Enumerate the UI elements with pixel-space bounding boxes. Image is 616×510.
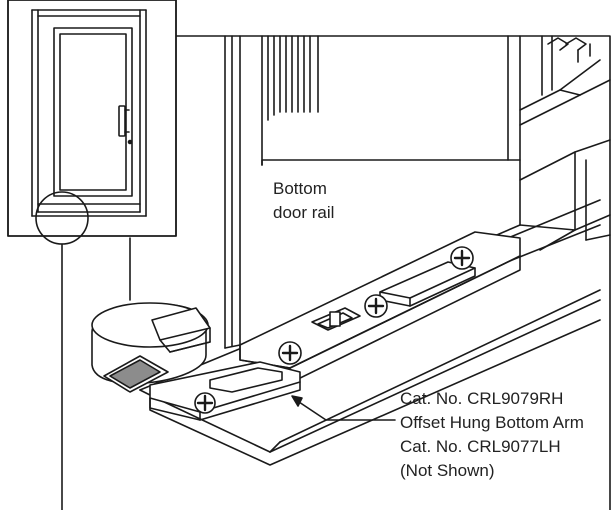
catalog-number-lh: Cat. No. CRL9077LH bbox=[400, 437, 561, 456]
catalog-not-shown: (Not Shown) bbox=[400, 461, 495, 480]
pivot-arm bbox=[91, 302, 301, 421]
detail-frame bbox=[129, 35, 611, 510]
bottom-door-rail-label: Bottom door rail bbox=[273, 177, 334, 225]
bottom-rail-line-1: Bottom bbox=[273, 179, 327, 198]
callout-leader bbox=[291, 395, 396, 421]
screw-icon bbox=[194, 392, 216, 414]
bottom-rail-line-2: door rail bbox=[273, 203, 335, 222]
screw-icon bbox=[450, 246, 474, 270]
frame-profile bbox=[519, 35, 611, 251]
door-inset bbox=[7, 0, 177, 237]
magnifier-circle bbox=[35, 191, 89, 510]
screw-icon bbox=[364, 294, 388, 318]
door-handle-icon bbox=[118, 105, 133, 145]
door-stile bbox=[224, 35, 521, 349]
screw-icon bbox=[278, 341, 302, 365]
catalog-description: Offset Hung Bottom Arm bbox=[400, 413, 584, 432]
catalog-number-rh: Cat. No. CRL9079RH bbox=[400, 389, 564, 408]
catalog-label: Cat. No. CRL9079RH Offset Hung Bottom Ar… bbox=[400, 387, 584, 483]
arm-plate bbox=[239, 231, 521, 384]
